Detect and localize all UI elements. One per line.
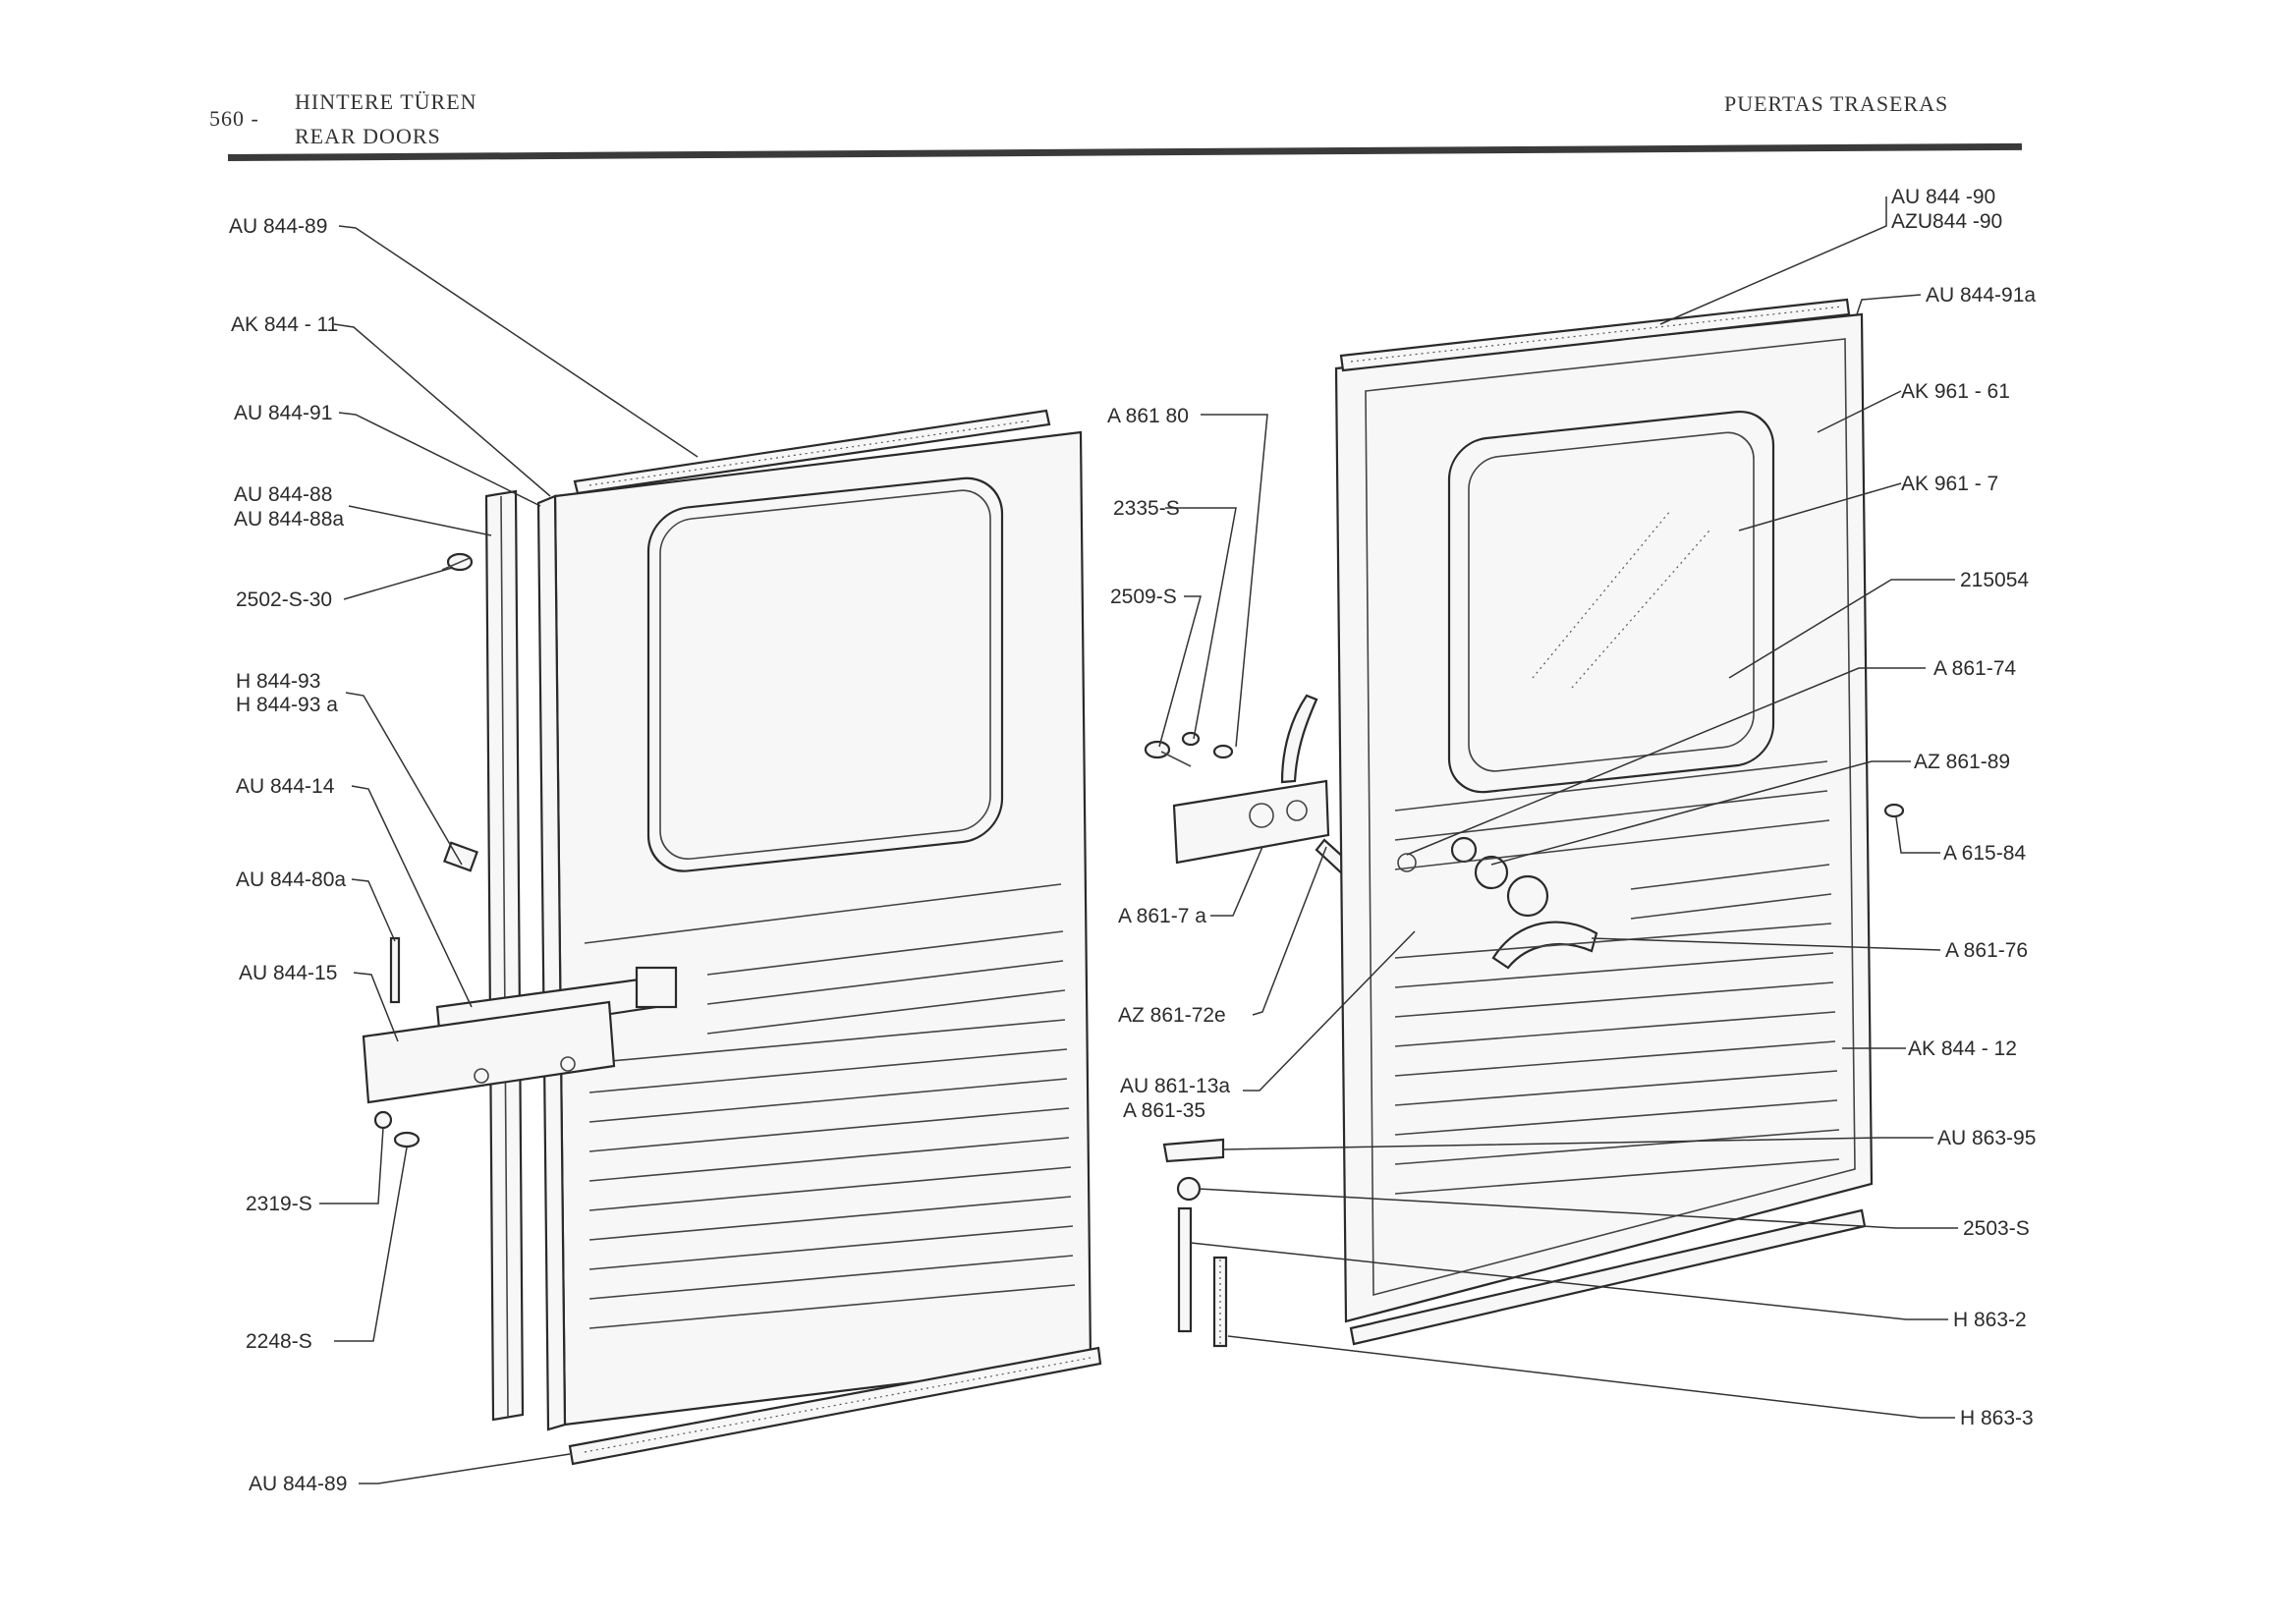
- label-au-844-14: AU 844-14: [236, 775, 335, 798]
- latch-lever: [1280, 694, 1318, 784]
- washer-az-861-89: [1474, 855, 1509, 890]
- part-labels: AU 844-89 AK 844 - 11 AU 844-91 AU 844-8…: [229, 186, 2036, 1495]
- title-german: HINTERE TÜREN: [295, 89, 477, 114]
- leader-lines: [319, 196, 1958, 1484]
- label-2248-s: 2248-S: [246, 1330, 312, 1353]
- ring-a-861-74: [1450, 836, 1478, 864]
- label-a-861-35: A 861-35: [1123, 1099, 1205, 1122]
- label-au-844-91: AU 844-91: [234, 402, 332, 424]
- top-seal-strip-right: [1339, 298, 1851, 372]
- label-au-844-88: AU 844-88: [234, 483, 332, 506]
- label-a-861-80: A 861 80: [1107, 405, 1189, 427]
- label-2503-s: 2503-S: [1963, 1217, 2030, 1240]
- nut-a-861-80: [1212, 744, 1234, 759]
- right-door-window: [1447, 410, 1775, 794]
- label-ak-844-12: AK 844 - 12: [1908, 1037, 2017, 1060]
- escutcheon: [1506, 874, 1549, 918]
- left-door-window: [646, 476, 1004, 872]
- title-english: REAR DOORS: [295, 124, 441, 148]
- label-au-863-95: AU 863-95: [1937, 1127, 2036, 1149]
- label-au-844-89-top: AU 844-89: [229, 215, 327, 238]
- label-ak-961-61: AK 961 - 61: [1901, 380, 2010, 403]
- left-door-louvres: [584, 883, 1076, 1329]
- right-door-louvres: [1394, 760, 1840, 1195]
- left-door: [362, 409, 1102, 1466]
- bracket-h-844-93: [443, 841, 478, 872]
- right-door: [1334, 298, 1905, 1346]
- title-spanish: PUERTAS TRASERAS: [1724, 91, 1949, 116]
- label-ak-844-11: AK 844 - 11: [231, 313, 338, 336]
- screw-2335-s: [1144, 740, 1171, 759]
- label-au-844-88a: AU 844-88a: [234, 508, 344, 531]
- label-h-844-93: H 844-93: [236, 670, 320, 693]
- label-au-861-13a: AU 861-13a: [1120, 1075, 1230, 1097]
- label-a-615-84: A 615-84: [1943, 842, 2026, 865]
- label-a-861-76: A 861-76: [1945, 939, 2028, 962]
- label-2319-s: 2319-S: [246, 1193, 312, 1215]
- label-au-844-80a: AU 844-80a: [236, 868, 346, 891]
- washer-2503-s: [1176, 1176, 1202, 1202]
- rod-h-863-2: [1177, 1206, 1193, 1333]
- label-215054: 215054: [1960, 569, 2029, 591]
- label-h-863-3: H 863-3: [1960, 1407, 2034, 1429]
- top-seal-strip-left: [573, 409, 1051, 495]
- left-door-edge: [536, 494, 567, 1431]
- label-au-844-90: AU 844 -90: [1891, 186, 1995, 208]
- page-number: 560 -: [209, 106, 259, 131]
- pin-au-844-80a: [389, 936, 401, 1004]
- label-2509-s: 2509-S: [1110, 586, 1177, 608]
- label-au-844-89-bottom: AU 844-89: [249, 1473, 347, 1495]
- hinge-arm-lower: [362, 1000, 616, 1104]
- label-au-844-15: AU 844-15: [239, 962, 337, 984]
- label-au-844-91a: AU 844-91a: [1926, 284, 2036, 307]
- label-h-863-2: H 863-2: [1953, 1309, 2027, 1331]
- hinge-block: [635, 966, 678, 1009]
- label-2335-s: 2335-S: [1113, 497, 1180, 520]
- plate-au-863-95: [1162, 1138, 1225, 1163]
- screw-2509-s: [1181, 731, 1201, 747]
- label-ak-961-7: AK 961 - 7: [1901, 473, 1998, 495]
- label-a-861-7a: A 861-7 a: [1118, 905, 1206, 927]
- label-azu-844-90: AZU844 -90: [1891, 210, 2002, 233]
- bolt-a-615-84: [1883, 803, 1905, 818]
- screw-2248-s: [393, 1131, 420, 1148]
- label-a-861-74: A 861-74: [1933, 657, 2016, 680]
- label-az-861-72e: AZ 861-72e: [1118, 1004, 1226, 1027]
- label-h-844-93a: H 844-93 a: [236, 694, 338, 716]
- label-az-861-89: AZ 861-89: [1914, 751, 2010, 773]
- label-2502-s-30: 2502-S-30: [236, 588, 332, 611]
- washer-2319-s: [373, 1110, 393, 1130]
